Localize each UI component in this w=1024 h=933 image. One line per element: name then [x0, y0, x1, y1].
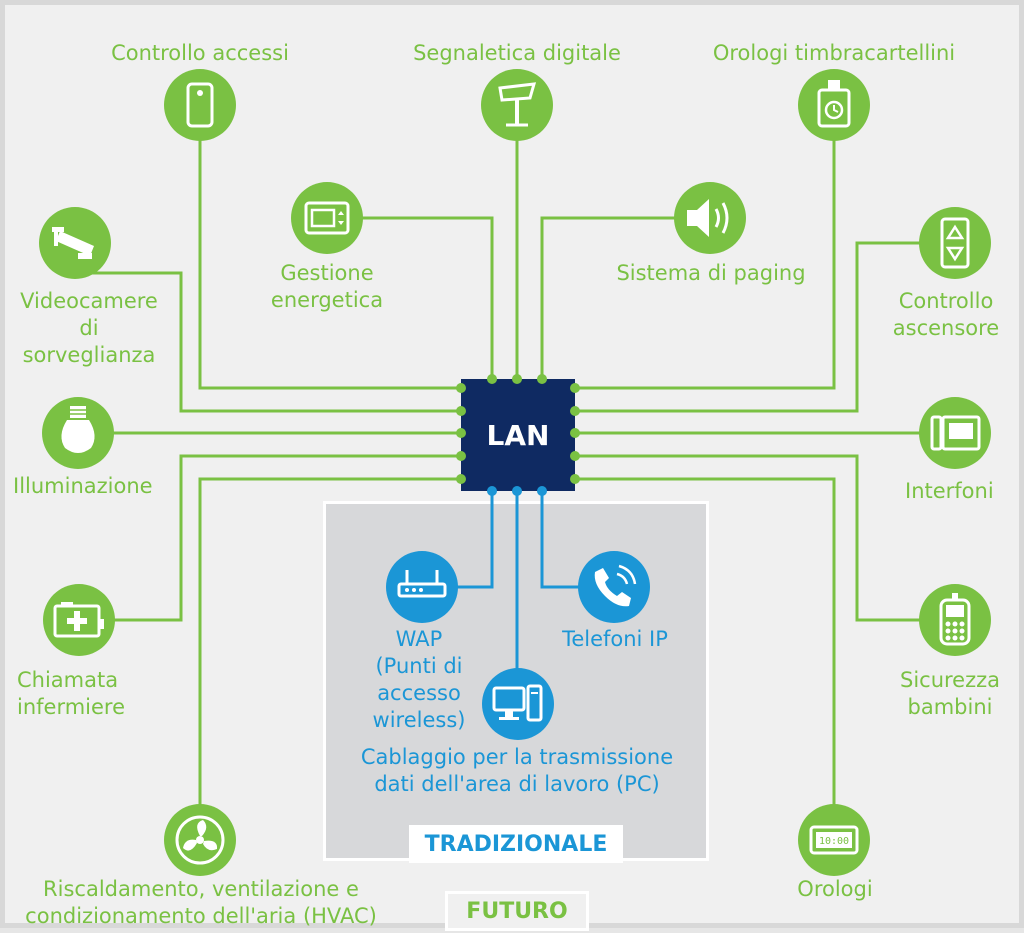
- wiring-layer: [75, 105, 955, 840]
- label-wap: WAP (Punti di accesso wireless): [372, 627, 466, 732]
- time-clock-icon: [798, 69, 870, 141]
- label-gestione-energetica: Gestione energetica: [270, 261, 384, 312]
- wire-controllo-accessi: [198, 105, 461, 390]
- desktop-pc-icon: [482, 668, 554, 740]
- phone-icon: [578, 551, 650, 623]
- nurse-call-icon: [43, 584, 115, 656]
- label-controllo-accessi: Controllo accessi: [111, 41, 289, 65]
- thermostat-icon: [291, 182, 363, 254]
- lan-label: LAN: [486, 418, 550, 452]
- label-controllo-ascensore: Controllo ascensore: [892, 289, 1000, 340]
- elevator-icon: [919, 207, 991, 279]
- wire-videocamere: [75, 271, 461, 413]
- lan-pins-green: [456, 374, 580, 484]
- future-wires: [75, 105, 955, 840]
- lan-chip: [461, 379, 575, 491]
- label-telefoni-ip: Telefoni IP: [562, 627, 668, 651]
- label-interfoni: Interfoni: [905, 479, 994, 503]
- wire-ascensore: [575, 241, 955, 413]
- label-orologi-timbracartellini: Orologi timbracartellini: [712, 41, 956, 65]
- light-bulb-icon: [42, 397, 114, 469]
- wire-chiamata: [79, 454, 461, 622]
- intercom-icon: [919, 397, 991, 469]
- traditional-section-label: TRADIZIONALE: [409, 825, 623, 863]
- kiosk-icon: [481, 69, 553, 141]
- lan-pins-blue: [487, 486, 547, 496]
- label-hvac: Riscaldamento, ventilazione e condiziona…: [25, 877, 377, 928]
- security-camera-icon: [39, 207, 111, 279]
- digital-clock-icon: 10:00: [798, 804, 870, 876]
- label-chiamata-infermiere: Chiamata infermiere: [17, 668, 126, 719]
- future-section-label: FUTURO: [445, 891, 589, 931]
- label-sistema-paging: Sistema di paging: [616, 261, 806, 285]
- wire-gestione: [327, 216, 494, 379]
- svg-text:10:00: 10:00: [819, 836, 849, 847]
- label-videocamere: Videocamere di sorveglianza: [20, 289, 158, 367]
- fan-icon: [164, 804, 236, 876]
- card-reader-icon: [164, 69, 236, 141]
- wire-paging: [540, 216, 710, 379]
- router-icon: [386, 551, 458, 623]
- speaker-icon: [674, 182, 746, 254]
- label-cablaggio-pc: Cablaggio per la trasmissione dati dell'…: [360, 745, 674, 796]
- wire-hvac: [198, 477, 461, 840]
- wire-orologi: [575, 477, 836, 840]
- label-orologi: Orologi: [797, 877, 873, 901]
- label-illuminazione: Illuminazione: [13, 474, 153, 498]
- label-sicurezza-bambini: Sicurezza bambini: [899, 668, 1001, 719]
- wire-orologi-timbra: [575, 105, 836, 390]
- wire-sicurezza: [575, 454, 955, 622]
- child-tracker-icon: [919, 584, 991, 656]
- label-segnaletica-digitale: Segnaletica digitale: [413, 41, 621, 65]
